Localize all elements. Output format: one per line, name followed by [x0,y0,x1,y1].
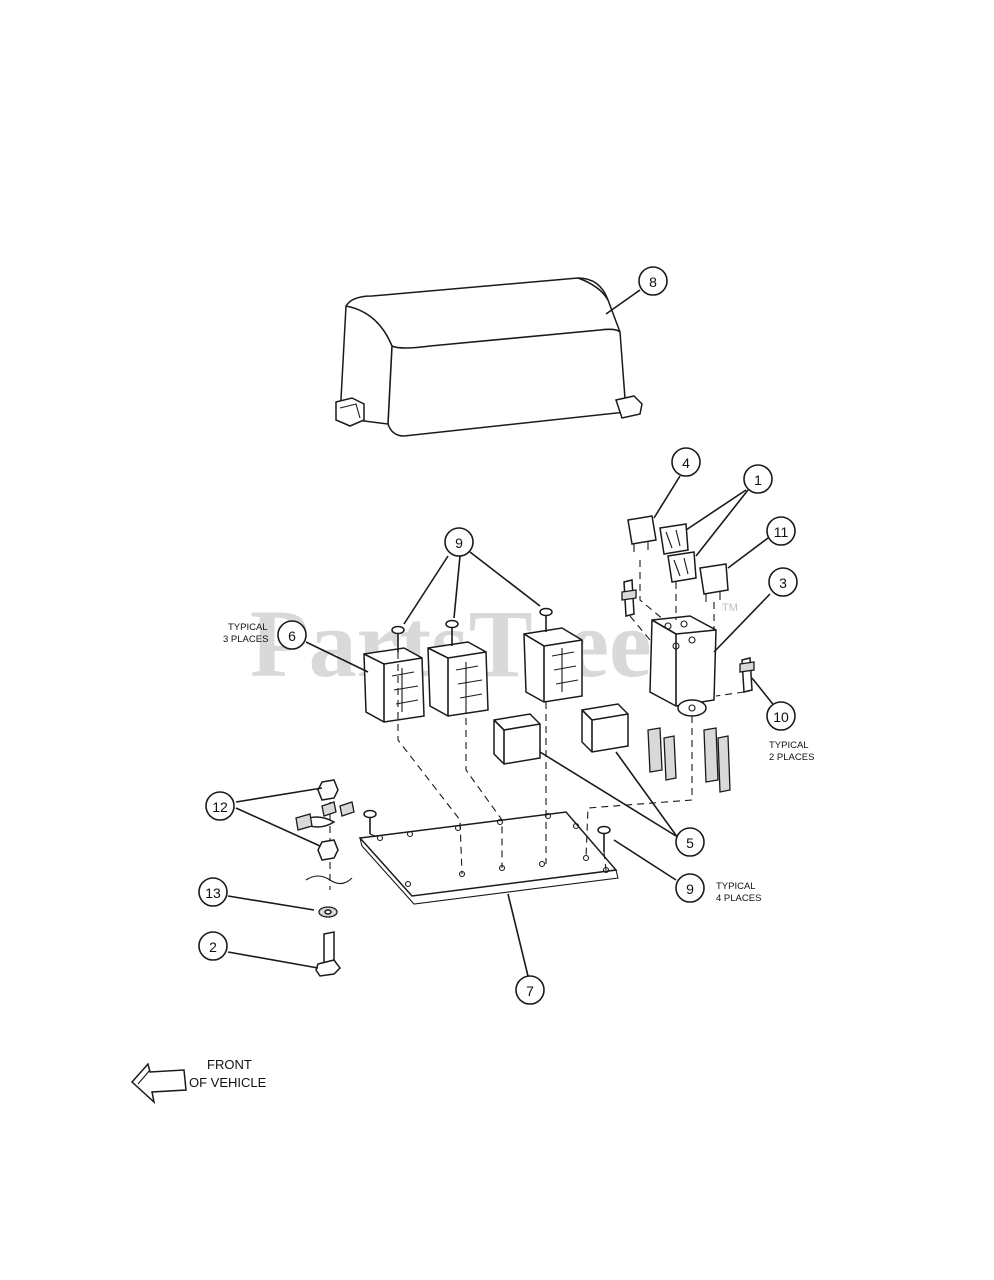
svg-text:9: 9 [455,535,463,551]
svg-text:2: 2 [209,939,217,955]
callout-4: 4 [671,447,701,477]
note-typical-2-line1: TYPICAL [769,740,809,751]
svg-text:3: 3 [779,575,787,591]
svg-text:6: 6 [288,628,296,644]
callout-8: 8 [638,266,668,296]
note-typical-4-line2: 4 PLACES [716,893,761,904]
screw-parts [363,607,611,852]
callout-3: 3 [768,567,798,597]
relay-sockets [363,627,583,723]
callout-13: 13 [198,877,228,907]
watermark-tm: TM [722,602,738,614]
fuses [627,515,729,602]
callout-10: 10 [766,701,796,731]
callout-7: 7 [515,975,545,1005]
svg-text:5: 5 [686,835,694,851]
svg-text:9: 9 [686,881,694,897]
fuse-block-part [647,615,731,793]
callout-11: 11 [766,516,796,546]
assembly-lines [329,560,745,890]
svg-text:12: 12 [212,799,228,815]
front-label-line2: OF VEHICLE [189,1075,267,1090]
svg-text:10: 10 [773,709,789,725]
relay-parts [493,703,629,765]
note-typical-4-line1: TYPICAL [716,881,756,892]
svg-text:4: 4 [682,455,690,471]
front-arrow-icon [130,1062,187,1105]
callout-leaders [227,289,777,977]
hardware-stack [295,779,355,977]
base-plate-part [358,811,619,905]
svg-text:8: 8 [649,274,657,290]
svg-text:13: 13 [205,885,221,901]
callout-5: 5 [675,827,705,857]
note-typical-3-line1: TYPICAL [228,622,268,633]
svg-text:7: 7 [526,983,534,999]
callout-9-bottom: 9 [675,873,705,903]
callout-6: 6 [277,620,307,650]
callout-2: 2 [198,931,228,961]
callout-1: 1 [743,464,773,494]
callout-12: 12 [205,791,235,821]
svg-text:11: 11 [774,524,789,540]
pin-parts [621,579,755,693]
svg-text:1: 1 [754,472,762,488]
front-label-line1: FRONT [207,1057,252,1072]
note-typical-2-line2: 2 PLACES [769,752,814,763]
cover-part [335,277,643,437]
callout-9-top: 9 [444,527,474,557]
note-typical-3-line2: 3 PLACES [223,634,268,645]
